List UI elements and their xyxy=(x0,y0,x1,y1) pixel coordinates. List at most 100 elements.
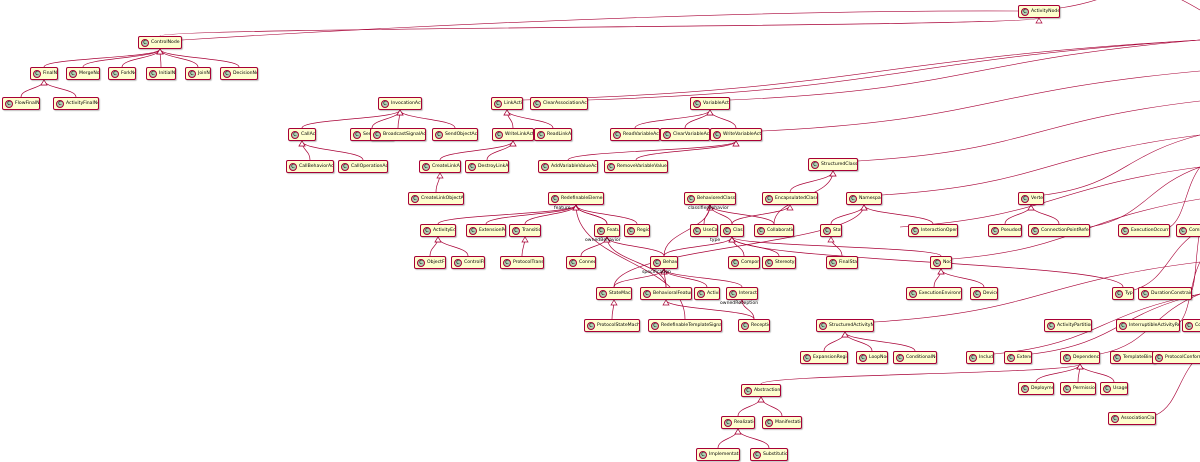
class-node[interactable]: CType xyxy=(1112,287,1134,300)
class-name: FinalNode xyxy=(43,71,58,76)
class-node[interactable]: CWriteLinkAction xyxy=(492,128,534,141)
class-node[interactable]: CActivityFinalNode xyxy=(53,97,99,110)
class-node[interactable]: CStructuredActivityNode xyxy=(816,319,874,332)
class-node[interactable]: CTransition xyxy=(509,224,541,237)
class-node[interactable]: CFeature xyxy=(594,224,620,237)
class-node[interactable]: CReadVariableAction xyxy=(610,128,660,141)
class-node[interactable]: CBroadcastSignalAction xyxy=(370,128,426,141)
offscreen-edge xyxy=(1043,134,1200,196)
association-arrowhead xyxy=(604,236,610,242)
class-name: Implementation xyxy=(709,452,740,457)
class-node[interactable]: CStereotype xyxy=(762,256,796,269)
class-node[interactable]: CCallAction xyxy=(288,128,316,141)
class-node[interactable]: CRemoveVariableValueAction xyxy=(604,160,668,173)
class-node[interactable]: CUseCase xyxy=(690,224,718,237)
class-node[interactable]: CNode xyxy=(930,256,952,269)
class-node[interactable]: CClearVariableAction xyxy=(660,128,710,141)
class-node[interactable]: CRedefinableTemplateSignature xyxy=(648,319,722,332)
class-node[interactable]: CCallBehaviorAction xyxy=(286,160,334,173)
class-node[interactable]: CInvocationAction xyxy=(378,97,422,110)
class-node[interactable]: CPseudostate xyxy=(988,224,1022,237)
class-node[interactable]: CComponent xyxy=(728,256,760,269)
class-node[interactable]: CRealization xyxy=(721,416,755,429)
class-node[interactable]: CProtocolConformance xyxy=(1152,351,1200,364)
class-node[interactable]: CJoinNode xyxy=(185,67,211,80)
class-node[interactable]: CNamespace xyxy=(846,192,882,205)
generalization-arrowhead xyxy=(503,109,511,116)
class-node[interactable]: CStateMachine xyxy=(596,287,632,300)
class-node[interactable]: CExecutionOccurrence xyxy=(1118,224,1170,237)
class-node[interactable]: CStructuredClassifier xyxy=(808,158,858,171)
class-badge-icon: C xyxy=(765,194,773,203)
class-node[interactable]: CInitialNode xyxy=(146,67,176,80)
class-node[interactable]: CBehavioredClassifier xyxy=(684,192,736,205)
class-node[interactable]: CCallOperationAction xyxy=(338,160,388,173)
class-node[interactable]: CCreateLinkAction xyxy=(419,160,461,173)
class-node[interactable]: CCombin xyxy=(1176,224,1200,237)
class-node[interactable]: CConnector xyxy=(566,256,596,269)
class-node[interactable]: CProtocolTransition xyxy=(500,256,544,269)
class-node[interactable]: CObjectFlow xyxy=(414,256,446,269)
class-node[interactable]: CImplementation xyxy=(696,448,740,461)
class-node[interactable]: CProtocolStateMachine xyxy=(584,319,640,332)
class-node[interactable]: CConditionalNode xyxy=(893,351,937,364)
class-node[interactable]: CManifestation xyxy=(762,416,802,429)
class-node[interactable]: CActivityEdge xyxy=(420,224,456,237)
class-node[interactable]: CControlFlow xyxy=(451,256,485,269)
class-node[interactable]: CFlowFinalNode xyxy=(2,97,40,110)
class-node[interactable]: CTemplateBinding xyxy=(1110,351,1156,364)
class-node[interactable]: CRegion xyxy=(624,224,650,237)
class-node[interactable]: CFinalState xyxy=(826,256,858,269)
class-node[interactable]: CSendObjectAction xyxy=(432,128,478,141)
class-node[interactable]: CCollaboration xyxy=(754,224,794,237)
class-node[interactable]: CExecutionEnvironment xyxy=(906,287,962,300)
class-node[interactable]: CDestroyLinkAction xyxy=(465,160,509,173)
class-node[interactable]: CLoopNode xyxy=(856,351,888,364)
class-node[interactable]: CReception xyxy=(738,319,770,332)
class-node[interactable]: CAddVariableValueAction xyxy=(538,160,598,173)
class-node[interactable]: CInteractionOperand xyxy=(908,224,958,237)
class-badge-icon: C xyxy=(699,450,707,459)
class-node[interactable]: CDecisionNode xyxy=(220,67,258,80)
class-node[interactable]: CMergeNode xyxy=(66,67,100,80)
class-name: MergeNode xyxy=(79,71,100,76)
class-node[interactable]: CClearAssociationAction xyxy=(530,97,588,110)
class-node[interactable]: CLinkAction xyxy=(491,97,523,110)
class-node[interactable]: CEncapsulatedClassifier xyxy=(762,192,818,205)
class-node[interactable]: CWriteVariableAction xyxy=(710,128,762,141)
generalization-arrowhead xyxy=(40,79,48,86)
class-node[interactable]: CConnectionPointReference xyxy=(1028,224,1090,237)
class-node[interactable]: CExtensionPoint xyxy=(466,224,506,237)
class-node[interactable]: CVertex xyxy=(1018,192,1044,205)
class-node[interactable]: CInterruptibleActivityRegion xyxy=(1116,319,1180,332)
class-node[interactable]: CReadLinkAction xyxy=(534,128,572,141)
class-node[interactable]: CForkNode xyxy=(108,67,136,80)
class-node[interactable]: CDeployment xyxy=(1018,382,1054,395)
class-node[interactable]: CInclude xyxy=(966,351,994,364)
class-node[interactable]: CExpansionRegion xyxy=(800,351,848,364)
class-node[interactable]: CVariableAction xyxy=(690,97,730,110)
class-badge-icon: C xyxy=(613,130,621,139)
class-node[interactable]: CFinalNode xyxy=(30,67,58,80)
class-node[interactable]: CCreateLinkObjectAction xyxy=(408,192,464,205)
class-node[interactable]: CComm xyxy=(1182,319,1200,332)
